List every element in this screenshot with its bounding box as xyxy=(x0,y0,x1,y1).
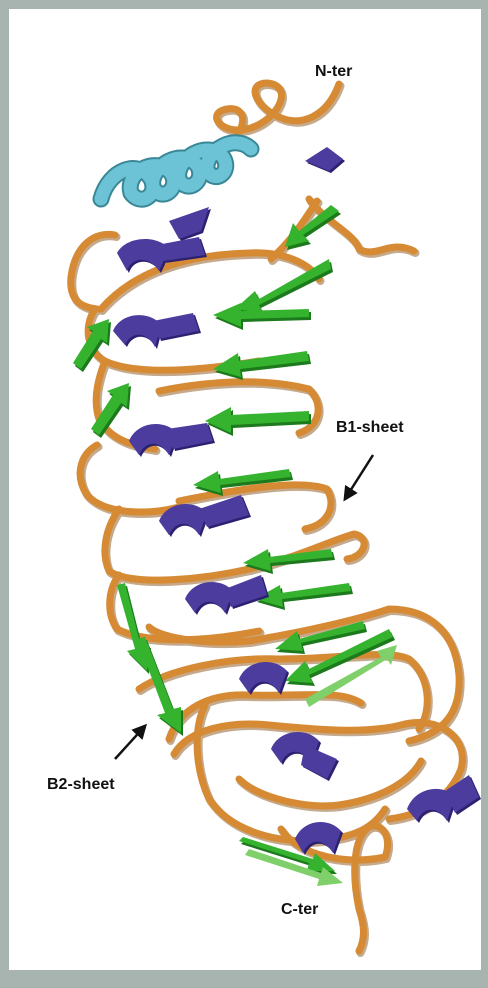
beta-sheet-strands xyxy=(73,205,397,886)
coil-loops xyxy=(71,83,464,953)
n-ter-label: N-ter xyxy=(315,63,352,80)
b1-sheet-label: B1-sheet xyxy=(336,419,404,436)
b2-sheet-arrow-icon xyxy=(115,726,145,759)
b2-sheet-label: B2-sheet xyxy=(47,776,115,793)
alpha-helices xyxy=(113,147,481,855)
c-ter-label: C-ter xyxy=(281,901,318,918)
n-terminal-helix xyxy=(101,143,251,199)
protein-ribbon-diagram: N-ter B1-sheet B2-sheet C-ter xyxy=(9,9,488,988)
b1-sheet-arrow-icon xyxy=(345,455,373,499)
